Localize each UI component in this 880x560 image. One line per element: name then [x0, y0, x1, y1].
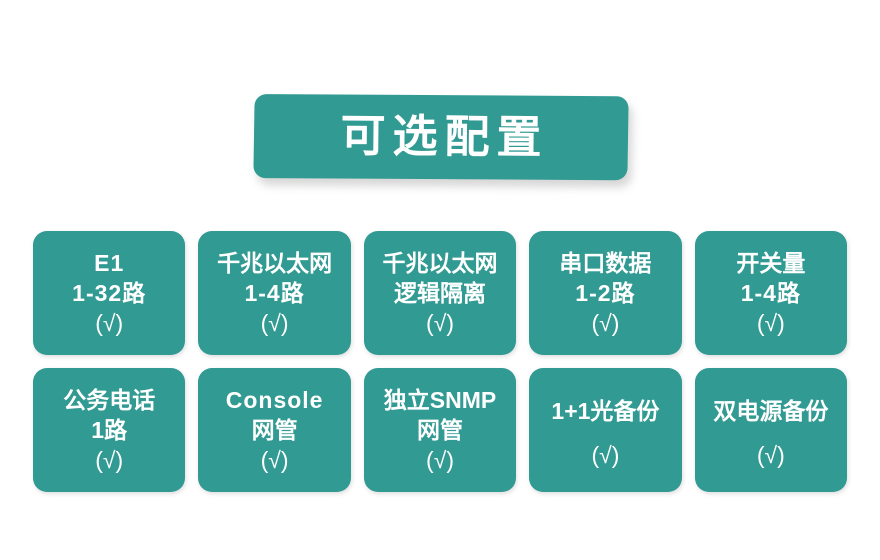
card-switch-quantity[interactable]: 开关量 1-4路 (√)	[694, 231, 848, 355]
check-mark-icon: (√)	[260, 309, 289, 336]
check-mark-icon: (√)	[260, 446, 289, 473]
card-console-management[interactable]: Console 网管 (√)	[198, 368, 351, 492]
card-optical-backup[interactable]: 1+1光备份 (√)	[529, 368, 682, 492]
card-gigabit-ethernet-logical-isolation[interactable]: 千兆以太网 逻辑隔离 (√)	[363, 231, 517, 355]
card-label-line-2: 网管	[251, 416, 298, 443]
card-label-line-1: 开关量	[736, 250, 806, 277]
card-label-line-2: 1-4路	[740, 279, 801, 306]
card-label-line-1: E1	[94, 250, 125, 277]
card-label-line-2: 网管	[417, 416, 464, 443]
card-label-line-1: 串口数据	[559, 250, 652, 277]
page-title: 可选配置	[340, 109, 549, 163]
card-label-line-1: 千兆以太网	[382, 250, 498, 277]
card-row-1: E1 1-32路 (√) 千兆以太网 1-4路 (√) 千兆以太网 逻辑隔离 (…	[33, 231, 848, 355]
card-label-line-1: 千兆以太网	[217, 250, 333, 277]
card-dual-power-backup[interactable]: 双电源备份 (√)	[694, 368, 848, 492]
card-label-line-1: 1+1光备份	[551, 397, 660, 424]
card-label-line-2: 逻辑隔离	[394, 279, 487, 306]
check-mark-icon: (√)	[756, 442, 785, 469]
card-label-line-1: Console	[225, 387, 324, 414]
check-mark-icon: (√)	[591, 309, 620, 336]
check-mark-icon: (√)	[426, 309, 454, 336]
card-label-line-1: 双电源备份	[713, 397, 829, 424]
card-label-line-1: 独立SNMP	[383, 387, 497, 414]
title-banner: 可选配置	[253, 94, 629, 181]
check-mark-icon: (√)	[95, 446, 124, 473]
card-label-line-2: 1-4路	[244, 279, 305, 306]
check-mark-icon: (√)	[756, 309, 785, 336]
card-gigabit-ethernet[interactable]: 千兆以太网 1-4路 (√)	[198, 231, 351, 355]
card-label-line-2: 1-32路	[72, 279, 147, 306]
check-mark-icon: (√)	[426, 446, 454, 473]
card-serial-data[interactable]: 串口数据 1-2路 (√)	[529, 231, 682, 355]
option-card-grid: E1 1-32路 (√) 千兆以太网 1-4路 (√) 千兆以太网 逻辑隔离 (…	[33, 231, 848, 492]
card-label-line-2: 1路	[91, 416, 128, 443]
card-e1[interactable]: E1 1-32路 (√)	[33, 231, 186, 355]
check-mark-icon: (√)	[95, 309, 124, 336]
check-mark-icon: (√)	[591, 442, 620, 469]
card-independent-snmp-management[interactable]: 独立SNMP 网管 (√)	[363, 368, 517, 492]
card-label-line-2: 1-2路	[575, 279, 636, 306]
card-service-telephone[interactable]: 公务电话 1路 (√)	[33, 368, 186, 492]
card-label-line-1: 公务电话	[63, 387, 156, 414]
card-row-2: 公务电话 1路 (√) Console 网管 (√) 独立SNMP 网管 (√)…	[33, 368, 848, 492]
